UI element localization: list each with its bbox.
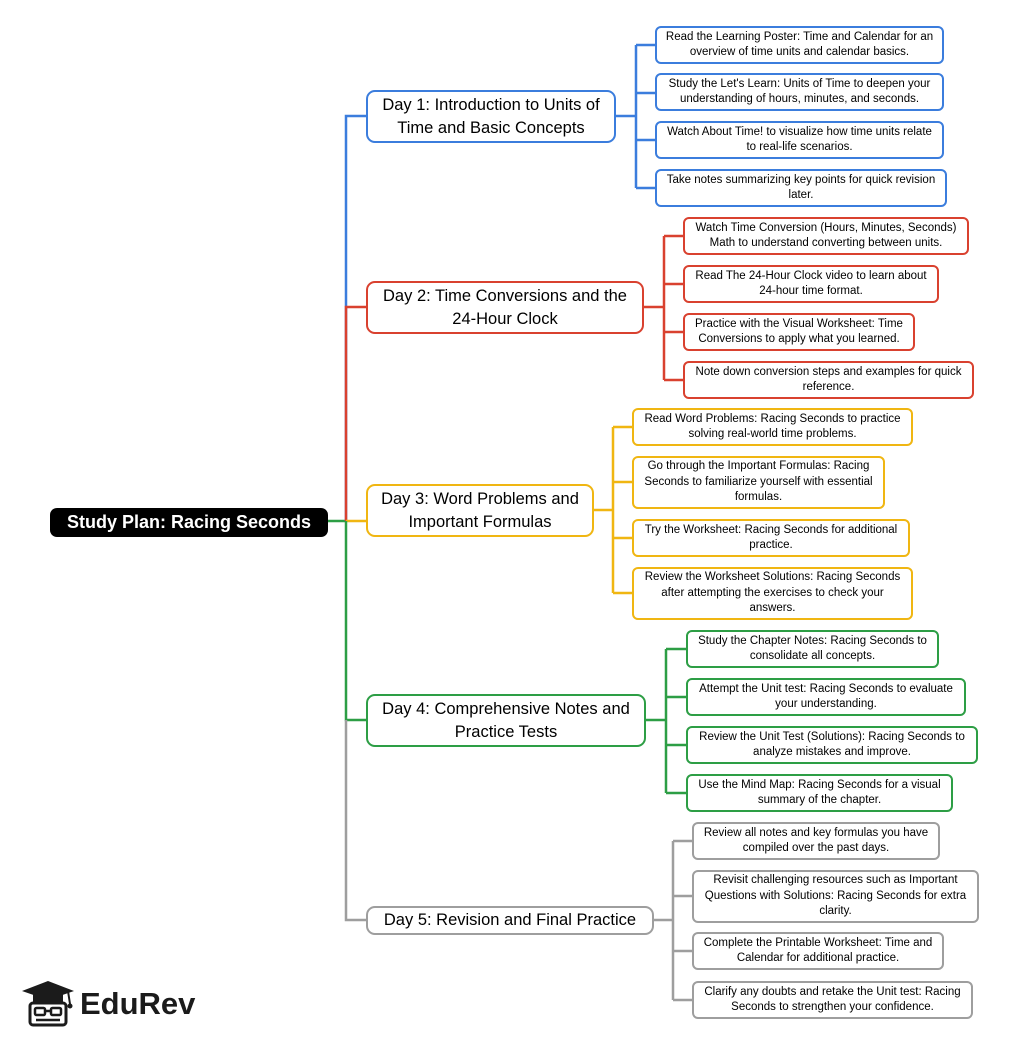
- day1-node: Day 1: Introduction to Units of Time and…: [366, 90, 616, 143]
- day3-node: Day 3: Word Problems and Important Formu…: [366, 484, 594, 537]
- day2-branches: [644, 234, 683, 382]
- trunk-day2: [344, 305, 366, 521]
- root-node: Study Plan: Racing Seconds: [50, 508, 328, 537]
- day4-item-1: Study the Chapter Notes: Racing Seconds …: [686, 630, 939, 668]
- day3-branches: [594, 425, 632, 595]
- trunk-day4: [344, 521, 366, 722]
- day2-item-3: Practice with the Visual Worksheet: Time…: [683, 313, 915, 351]
- day1-item-2: Study the Let's Learn: Units of Time to …: [655, 73, 944, 111]
- day1-item-1: Read the Learning Poster: Time and Calen…: [655, 26, 944, 64]
- day5-item-4: Clarify any doubts and retake the Unit t…: [692, 981, 973, 1019]
- day4-item-2: Attempt the Unit test: Racing Seconds to…: [686, 678, 966, 716]
- day5-item-2: Revisit challenging resources such as Im…: [692, 870, 979, 923]
- trunk-day5: [344, 720, 366, 922]
- day2-item-1: Watch Time Conversion (Hours, Minutes, S…: [683, 217, 969, 255]
- day2-node: Day 2: Time Conversions and the 24-Hour …: [366, 281, 644, 334]
- day3-item-1: Read Word Problems: Racing Seconds to pr…: [632, 408, 913, 446]
- day1-item-4: Take notes summarizing key points for qu…: [655, 169, 947, 207]
- day1-branches: [616, 43, 655, 190]
- day5-item-3: Complete the Printable Worksheet: Time a…: [692, 932, 944, 970]
- day3-item-2: Go through the Important Formulas: Racin…: [632, 456, 885, 509]
- day4-item-3: Review the Unit Test (Solutions): Racing…: [686, 726, 978, 764]
- day5-item-1: Review all notes and key formulas you ha…: [692, 822, 940, 860]
- graduation-cap-icon: [22, 981, 74, 1027]
- day3-item-3: Try the Worksheet: Racing Seconds for ad…: [632, 519, 910, 557]
- day2-item-2: Read The 24-Hour Clock video to learn ab…: [683, 265, 939, 303]
- day4-node: Day 4: Comprehensive Notes and Practice …: [366, 694, 646, 747]
- edurev-logo: EduRev: [18, 978, 198, 1030]
- day3-item-4: Review the Worksheet Solutions: Racing S…: [632, 567, 913, 620]
- day5-node: Day 5: Revision and Final Practice: [366, 906, 654, 935]
- day2-item-4: Note down conversion steps and examples …: [683, 361, 974, 399]
- trunk-day1: [344, 114, 366, 521]
- logo-wordmark: EduRev: [80, 986, 196, 1021]
- day1-item-3: Watch About Time! to visualize how time …: [655, 121, 944, 159]
- day4-item-4: Use the Mind Map: Racing Seconds for a v…: [686, 774, 953, 812]
- day5-branches: [654, 839, 692, 1002]
- day4-branches: [646, 647, 686, 795]
